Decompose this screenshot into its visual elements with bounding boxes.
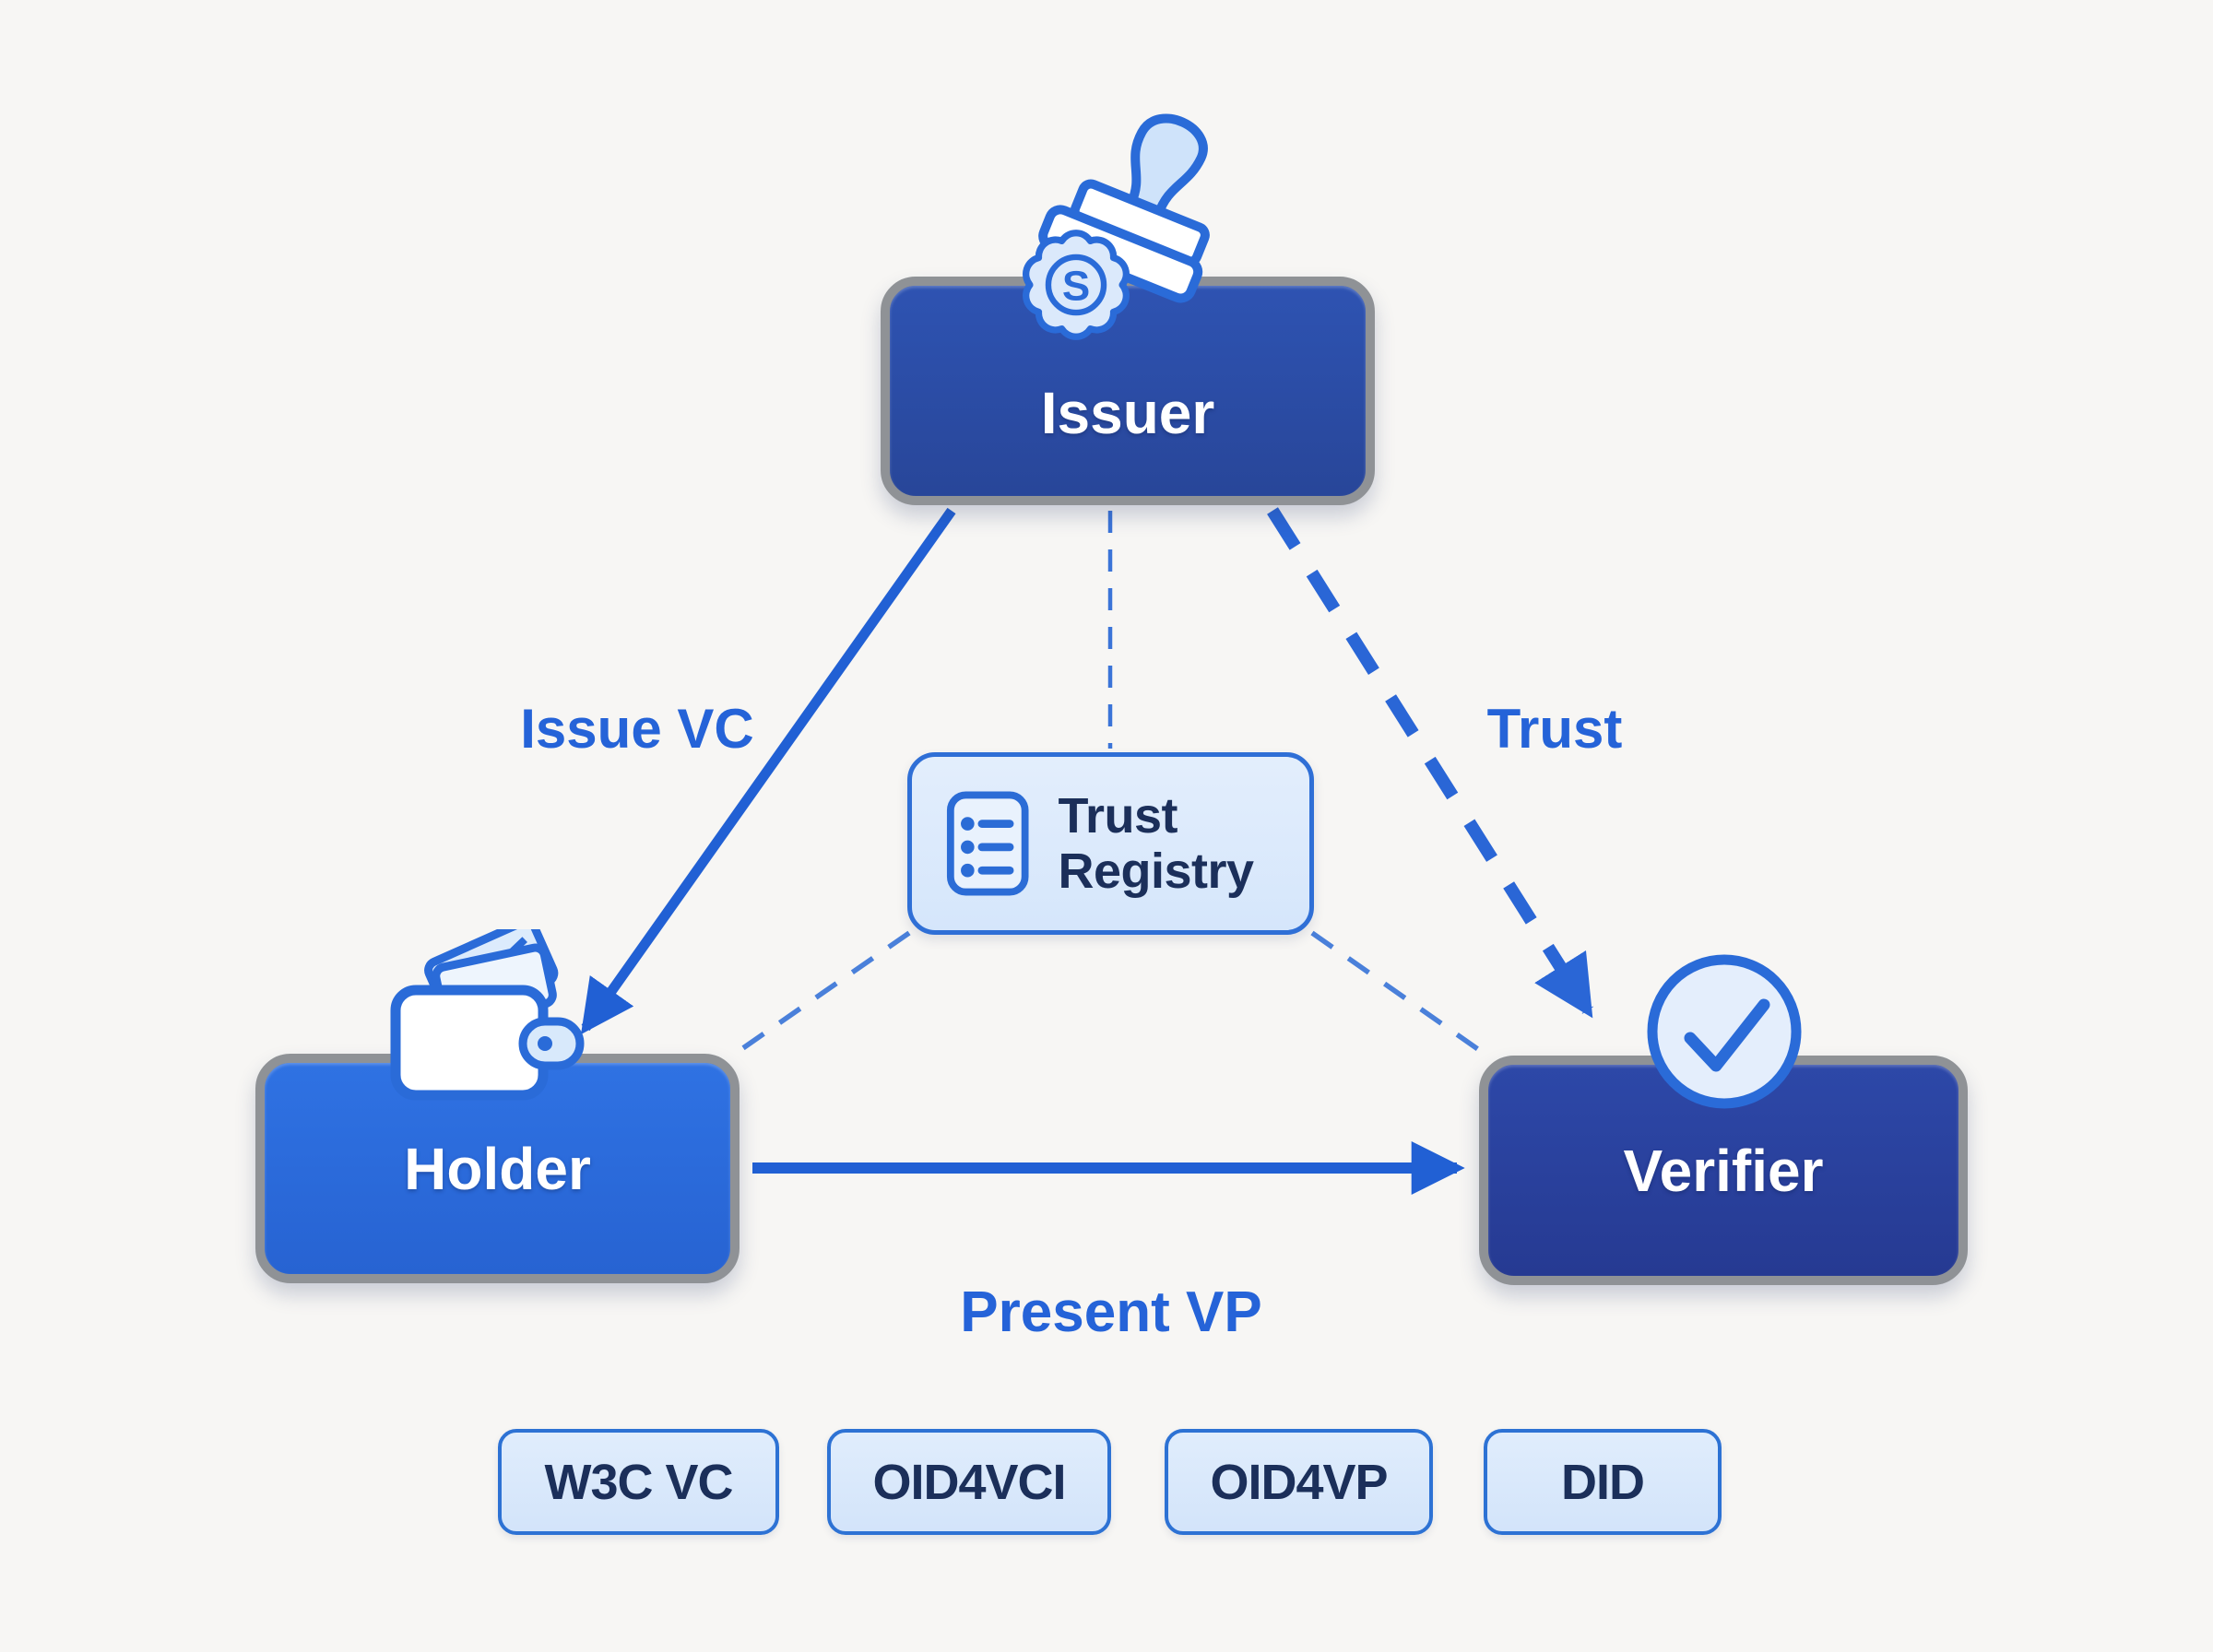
- check-icon: [1647, 954, 1802, 1109]
- node-issuer: Issuer: [881, 277, 1375, 505]
- badge-oid4vp: OID4VP: [1165, 1429, 1433, 1535]
- registry-verifier-link: [1310, 930, 1484, 1055]
- wallet-icon: [390, 929, 585, 1101]
- badge-label: OID4VCI: [872, 1454, 1066, 1510]
- trust-label: Trust: [1486, 698, 1623, 760]
- verifier-label: Verifier: [1623, 1137, 1824, 1204]
- present-vp-label: Present VP: [960, 1280, 1262, 1344]
- badge-did: DID: [1484, 1429, 1722, 1535]
- badge-label: OID4VP: [1210, 1454, 1388, 1510]
- registry-holder-link: [736, 930, 911, 1055]
- badge-w3c-vc: W3C VC: [498, 1429, 779, 1535]
- trust-arrow: [1267, 507, 1593, 1019]
- node-trust-registry: Trust Registry: [907, 752, 1314, 935]
- badge-label: W3C VC: [544, 1454, 733, 1510]
- issue-vc-label: Issue VC: [520, 698, 754, 760]
- checklist-icon: [946, 791, 1029, 896]
- issuer-label: Issuer: [1040, 380, 1215, 446]
- holder-label: Holder: [404, 1135, 591, 1202]
- badge-oid4vci: OID4VCI: [827, 1429, 1111, 1535]
- issue-vc-arrow: [580, 507, 956, 1035]
- seal-icon: S: [1023, 230, 1130, 340]
- trust-registry-label: Trust Registry: [1058, 787, 1254, 899]
- badge-label: DID: [1561, 1454, 1645, 1510]
- seal-letter: S: [1062, 262, 1090, 309]
